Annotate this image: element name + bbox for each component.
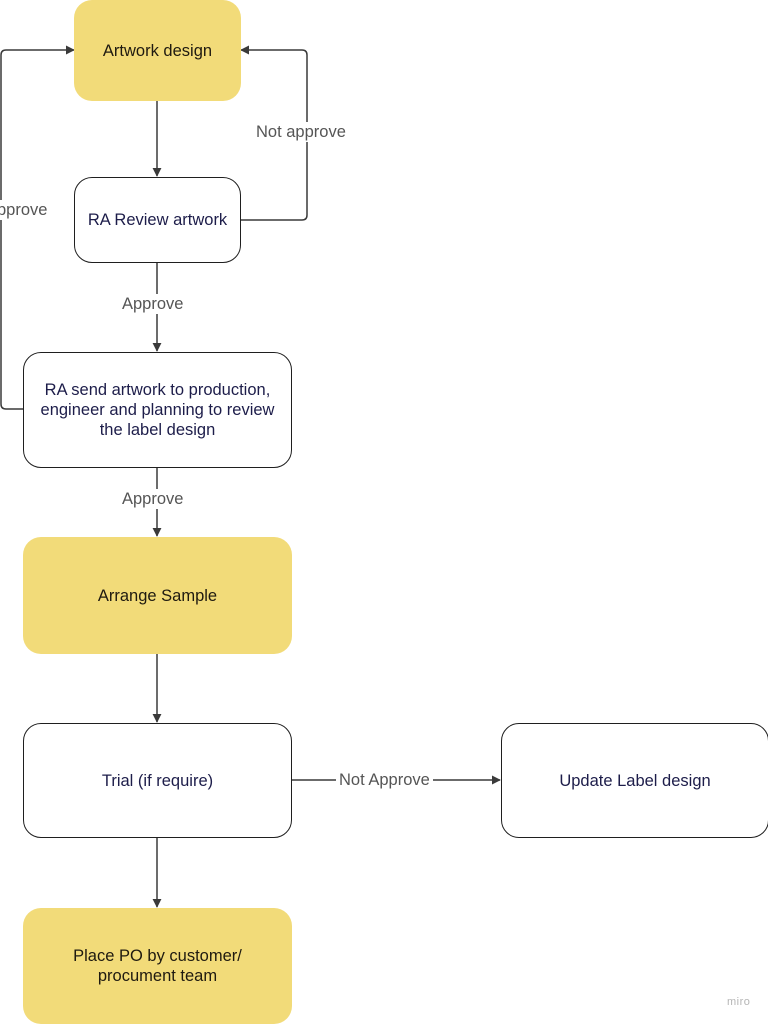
miro-watermark: miro xyxy=(727,996,751,1008)
node-arrange-sample[interactable]: Arrange Sample xyxy=(23,537,292,654)
edge-label-approve-review: Approve xyxy=(119,294,187,314)
edge-label-not-approve-send: pprove xyxy=(0,200,51,220)
node-place-po[interactable]: Place PO by customer/ procument team xyxy=(23,908,292,1024)
node-update-label-design[interactable]: Update Label design xyxy=(501,723,768,838)
edge-label-not-approve-review: Not approve xyxy=(253,122,349,142)
edge-label-not-approve-trial: Not Approve xyxy=(336,770,433,790)
node-artwork-design[interactable]: Artwork design xyxy=(74,0,241,101)
node-ra-review-artwork[interactable]: RA Review artwork xyxy=(74,177,241,263)
edge-send-not-approve-loop xyxy=(0,45,75,410)
node-ra-send-artwork[interactable]: RA send artwork to production, engineer … xyxy=(23,352,292,468)
node-trial[interactable]: Trial (if require) xyxy=(23,723,292,838)
edge-label-approve-send: Approve xyxy=(119,489,187,509)
